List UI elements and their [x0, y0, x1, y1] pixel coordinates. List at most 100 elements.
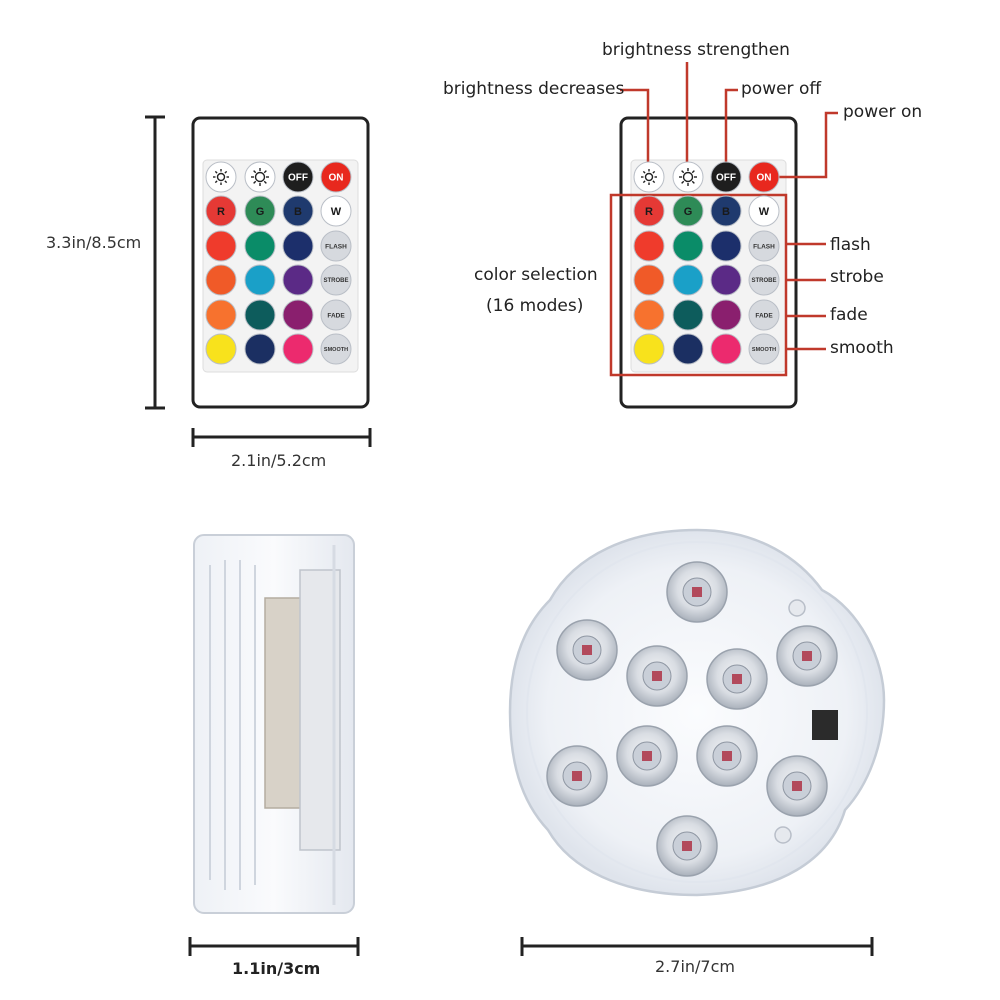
color-selection-label: color selection — [474, 265, 598, 285]
strobe-button[interactable]: STROBE — [320, 264, 352, 296]
color-button[interactable] — [633, 299, 665, 331]
color-button[interactable] — [633, 230, 665, 262]
color-button[interactable]: B — [710, 195, 742, 227]
color-button-label: G — [684, 206, 693, 218]
diameter-dimension-line — [520, 937, 874, 956]
color-button[interactable] — [244, 264, 276, 296]
color-button[interactable] — [244, 230, 276, 262]
color-button[interactable] — [205, 230, 237, 262]
color-button[interactable] — [282, 299, 314, 331]
led-bulb — [696, 725, 758, 787]
brightness-up-button[interactable] — [672, 161, 704, 193]
color-button[interactable] — [672, 333, 704, 365]
color-button[interactable] — [633, 264, 665, 296]
strobe-button-label: STROBE — [751, 278, 776, 284]
led-bulb — [556, 619, 618, 681]
led-bulb — [546, 745, 608, 807]
color-button[interactable] — [710, 264, 742, 296]
color-button[interactable] — [672, 264, 704, 296]
top-screw — [788, 599, 806, 617]
flash-button-label: FLASH — [325, 243, 347, 250]
flash-label: flash — [830, 235, 871, 255]
thickness-dimension-line — [188, 937, 360, 956]
brightness-down-button[interactable] — [205, 161, 237, 193]
smooth-button-label: SMOOTH — [752, 347, 776, 353]
smooth-button-label: SMOOTH — [324, 347, 348, 353]
smooth-button[interactable]: SMOOTH — [748, 333, 780, 365]
color-button[interactable] — [633, 333, 665, 365]
power-on-button[interactable]: ON — [320, 161, 352, 193]
fade-button[interactable]: FADE — [320, 299, 352, 331]
sun-large-icon — [682, 171, 694, 183]
white-button-label: W — [759, 206, 770, 218]
color-button[interactable] — [205, 264, 237, 296]
strobe-label: strobe — [830, 267, 884, 287]
sun-large-icon — [254, 171, 266, 183]
power-on-button-label: ON — [757, 173, 772, 184]
color-button[interactable] — [282, 230, 314, 262]
color-button[interactable] — [244, 333, 276, 365]
color-button[interactable] — [205, 299, 237, 331]
color-button[interactable] — [710, 333, 742, 365]
callout-lines — [609, 62, 838, 377]
led-bulb — [656, 815, 718, 877]
color-button[interactable] — [710, 299, 742, 331]
power-off-button-label: OFF — [716, 173, 736, 184]
color-button[interactable]: B — [282, 195, 314, 227]
height-dimension-line — [145, 115, 165, 410]
color-button[interactable]: R — [205, 195, 237, 227]
led-bulb — [616, 725, 678, 787]
color-button[interactable]: R — [633, 195, 665, 227]
power-on-button[interactable]: ON — [748, 161, 780, 193]
top-screw — [774, 826, 792, 844]
white-button[interactable]: W — [748, 195, 780, 227]
flash-button[interactable]: FLASH — [748, 230, 780, 262]
remote-height-label: 3.3in/8.5cm — [46, 233, 142, 252]
power-on-button-label: ON — [329, 173, 344, 184]
sun-small-icon — [644, 172, 654, 182]
power-off-button[interactable]: OFF — [710, 161, 742, 193]
white-button-label: W — [331, 206, 342, 218]
side-ridges — [209, 560, 256, 890]
smooth-label: smooth — [830, 338, 894, 358]
brightness-up-button[interactable] — [244, 161, 276, 193]
color-button-label: R — [645, 206, 653, 218]
top-diameter-label: 2.7in/7cm — [655, 957, 735, 976]
flash-button[interactable]: FLASH — [320, 230, 352, 262]
remote-width-label: 2.1in/5.2cm — [231, 451, 327, 470]
color-button-label: R — [217, 206, 225, 218]
brightness-strengthen-label: brightness strengthen — [602, 40, 790, 60]
remote-keypad-panel — [202, 159, 359, 373]
led-bulb — [766, 755, 828, 817]
color-button[interactable] — [282, 264, 314, 296]
fade-button[interactable]: FADE — [748, 299, 780, 331]
top-led-array — [546, 561, 838, 877]
color-button-label: B — [722, 206, 730, 218]
white-button[interactable]: W — [320, 195, 352, 227]
led-bulb — [776, 625, 838, 687]
power-off-button[interactable]: OFF — [282, 161, 314, 193]
flash-button-label: FLASH — [753, 243, 775, 250]
brightness-down-button[interactable] — [633, 161, 665, 193]
color-button[interactable] — [205, 333, 237, 365]
color-button[interactable] — [282, 333, 314, 365]
fade-button-label: FADE — [755, 312, 773, 319]
color-button[interactable] — [244, 299, 276, 331]
color-button[interactable] — [710, 230, 742, 262]
width-dimension-line — [191, 428, 372, 447]
side-thickness-label: 1.1in/3cm — [232, 959, 321, 978]
color-button[interactable]: G — [672, 195, 704, 227]
color-button[interactable] — [672, 230, 704, 262]
top-sensor-window — [812, 710, 838, 740]
led-bulb — [706, 648, 768, 710]
color-button[interactable]: G — [244, 195, 276, 227]
strobe-button[interactable]: STROBE — [748, 264, 780, 296]
sun-small-icon — [216, 172, 226, 182]
smooth-button[interactable]: SMOOTH — [320, 333, 352, 365]
color-button-label: G — [256, 206, 265, 218]
color-button[interactable] — [672, 299, 704, 331]
color-button-label: B — [294, 206, 302, 218]
